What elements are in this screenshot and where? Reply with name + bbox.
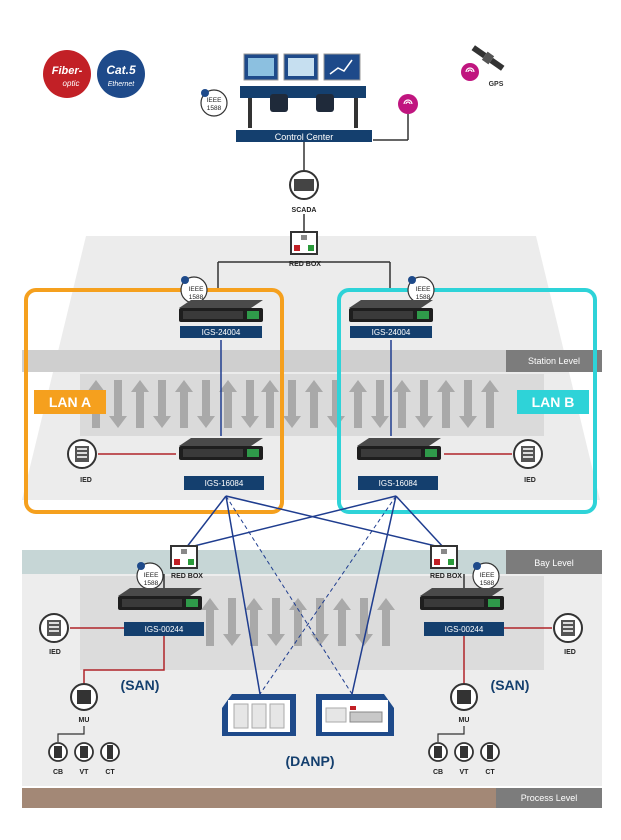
bay-switch-left: IEEE 1588 IGS-00244 [118, 561, 204, 636]
vt-left-label: VT [80, 769, 90, 776]
bay-switch-right-label: IGS-00244 [445, 625, 484, 634]
gps-satellite-icon: GPS [461, 45, 505, 88]
ct-right-icon [480, 742, 500, 762]
danp-label: (DANP) [286, 753, 335, 769]
ieee-label-sb-1: IEEE [416, 286, 431, 293]
danp-dashed-links [225, 495, 397, 695]
cat5-label-1: Cat.5 [106, 63, 136, 77]
ieee-label-bl-2: 1588 [144, 580, 159, 587]
bay-switch-left-label: IGS-00244 [145, 625, 184, 634]
ieee-label-cc-1: IEEE [207, 97, 222, 104]
san-link-left [83, 636, 165, 684]
lan-a-tag [34, 390, 106, 414]
lan-a-label: LAN A [49, 394, 91, 410]
ied-label-station-right: IED [524, 477, 536, 484]
bay-level-band [22, 550, 602, 574]
process-floor-bar [22, 788, 496, 808]
control-center-clock-badge: IEEE 1588 [200, 88, 228, 117]
wireless-icon [373, 94, 418, 141]
ied-label-station-left: IED [80, 477, 92, 484]
ied-icon-station-left [67, 439, 97, 469]
ieee-label-sb-2: 1588 [416, 294, 431, 301]
ct-left-label: CT [105, 769, 115, 776]
redbox-bay-right-icon [430, 545, 458, 569]
vt-right-icon [454, 742, 474, 762]
fiber-label-2: optic [63, 79, 80, 88]
station-switch-b-label: IGS-24004 [372, 328, 411, 337]
control-center-label: Control Center [275, 132, 334, 142]
ieee-label-bl-1: IEEE [144, 572, 159, 579]
cb-left-label: CB [53, 769, 63, 776]
control-center-bar [236, 130, 372, 142]
station-level-bar [506, 350, 602, 372]
redbox-top-icon [290, 231, 318, 255]
ieee-label-br-2: 1588 [480, 580, 495, 587]
bay-level-bar [506, 550, 602, 574]
redbox-bay-right-label: RED BOX [430, 573, 462, 580]
ieee-label-br-1: IEEE [480, 572, 495, 579]
fiber-optic-badge: Fiber- optic [43, 50, 91, 98]
ied-label-bay-right: IED [564, 649, 576, 656]
process-level-bar [496, 788, 602, 808]
ieee-label-sa-1: IEEE [189, 286, 204, 293]
cat5-label-2: Ethernet [108, 81, 136, 88]
san-label-right: (SAN) [491, 677, 530, 693]
mu-right-icon [450, 683, 478, 711]
gps-label: GPS [489, 81, 504, 88]
cb-right-label: CB [433, 769, 443, 776]
vt-left-icon [74, 742, 94, 762]
station-switch-a-label: IGS-24004 [202, 328, 241, 337]
ieee-label-sa-2: 1588 [189, 294, 204, 301]
bay-arrows [201, 598, 395, 646]
redbox-top-label: RED BOX [289, 261, 321, 268]
station-level-band [22, 350, 602, 372]
ct-right-label: CT [485, 769, 495, 776]
redbox-bay-left-label: RED BOX [171, 573, 203, 580]
bay-level-label: Bay Level [534, 558, 574, 568]
lan-b-label: LAN B [532, 394, 575, 410]
control-center-workstation [240, 53, 366, 128]
cb-right-icon [428, 742, 448, 762]
station-switch-a: IEEE 1588 IGS-24004 [179, 275, 263, 338]
san-label-left: (SAN) [121, 677, 160, 693]
lan-b-frame [337, 288, 597, 514]
bay-switch-right: IEEE 1588 IGS-00244 [420, 561, 504, 636]
redundancy-links [185, 495, 445, 695]
danp-device-right [316, 694, 394, 736]
station-level-label: Station Level [528, 356, 580, 366]
ieee-label-cc-2: 1588 [207, 105, 222, 112]
cb-left-icon [48, 742, 68, 762]
ied-icon-bay-right [553, 613, 583, 643]
mu-left-icon [70, 683, 98, 711]
access-switch-b: IGS-16084 [357, 438, 441, 490]
scada-icon [289, 170, 319, 200]
mu-right-label: MU [459, 717, 470, 724]
scada-label: SCADA [292, 207, 317, 214]
mu-left-label: MU [79, 717, 90, 724]
process-level-label: Process Level [521, 793, 578, 803]
ied-label-bay-left: IED [49, 649, 61, 656]
lan-a-frame [24, 288, 284, 514]
station-switch-b: IEEE 1588 IGS-24004 [349, 275, 435, 338]
redbox-bay-left-icon [170, 545, 198, 569]
access-switch-a-label: IGS-16084 [205, 479, 244, 488]
ied-icon-bay-left [39, 613, 69, 643]
danp-device-left [222, 694, 296, 736]
access-switch-a: IGS-16084 [179, 438, 264, 490]
vt-right-label: VT [460, 769, 470, 776]
lan-b-tag [517, 390, 589, 414]
cat5-badge: Cat.5 Ethernet [97, 50, 145, 98]
ct-left-icon [100, 742, 120, 762]
ied-icon-station-right [513, 439, 543, 469]
access-switch-b-label: IGS-16084 [379, 479, 418, 488]
fiber-label-1: Fiber- [52, 65, 83, 77]
